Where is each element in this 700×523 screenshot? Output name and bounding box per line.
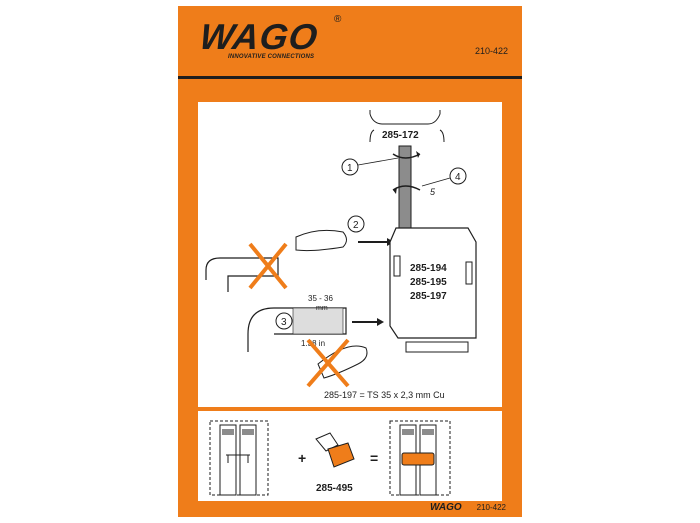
terminal-pair-before-icon xyxy=(209,420,269,496)
rail-note: 285-197 = TS 35 x 2,3 mm Cu xyxy=(324,390,445,400)
terminal-part-a: 285-194 xyxy=(410,263,447,274)
terminal-pair-after-icon xyxy=(389,420,451,496)
installation-diagram: 285-172 1 4 5 2 xyxy=(205,110,477,400)
push-arrow-bottom-head xyxy=(377,318,384,326)
bent-wire-icon xyxy=(205,257,279,292)
step-2-marker xyxy=(347,215,365,233)
step-4-leader xyxy=(421,177,451,187)
terminal-right-top xyxy=(242,429,254,435)
finger-top-icon xyxy=(295,229,347,252)
rotate-arrow-1-head xyxy=(416,151,420,158)
header-divider xyxy=(178,76,522,79)
step-3-marker xyxy=(275,312,293,330)
tool-label-bracket xyxy=(369,110,441,125)
registered-mark: ® xyxy=(334,14,342,25)
step-4-marker xyxy=(449,167,467,185)
jumper-panel: + 285-495 = xyxy=(198,411,502,501)
strip-length-mm: 35 - 36 xyxy=(308,294,333,303)
step-4-label: 4 xyxy=(455,172,461,183)
jumper-top-icon xyxy=(315,432,339,452)
step-2-label: 2 xyxy=(353,220,359,231)
terminal-part-b: 285-195 xyxy=(410,277,447,288)
installed-jumper-icon xyxy=(401,452,435,466)
footer-logo: WAGO xyxy=(430,502,462,513)
step-1-label: 1 xyxy=(347,163,353,174)
terminal-block-icon xyxy=(389,227,477,339)
terminal-left-after-top xyxy=(402,429,414,435)
jumper-icon xyxy=(327,442,355,468)
terminal-left-top xyxy=(222,429,234,435)
logo-tagline: INNOVATIVE CONNECTIONS xyxy=(228,54,315,60)
tool-part-number: 285-172 xyxy=(382,130,419,141)
wago-logo: WAGO xyxy=(197,16,321,57)
terminal-slot-left xyxy=(393,255,401,277)
installation-diagram-panel: 285-172 1 4 5 2 xyxy=(198,102,502,407)
jumper-part-number: 285-495 xyxy=(316,483,353,494)
rotate-arrow-4-head xyxy=(393,187,397,194)
wrong-cross-top-icon xyxy=(248,242,288,290)
terminal-right-after-top xyxy=(422,429,434,435)
step-3-label: 3 xyxy=(281,317,287,328)
terminal-part-c: 285-197 xyxy=(410,291,447,302)
wrong-cross-bottom-icon xyxy=(306,338,350,388)
jumper-diagram: + 285-495 = xyxy=(209,420,451,496)
terminal-slot-right xyxy=(465,261,473,285)
footer-number: 210-422 xyxy=(476,503,506,512)
document-number: 210-422 xyxy=(474,46,508,56)
instruction-sheet: WAGO ® INNOVATIVE CONNECTIONS 210-422 28… xyxy=(178,6,522,517)
step-1-leader xyxy=(357,157,399,166)
stripped-conductor-icon xyxy=(292,307,344,335)
step-1-marker xyxy=(341,158,359,176)
equals-sign: = xyxy=(370,450,378,466)
din-rail-icon xyxy=(405,341,469,353)
plus-sign: + xyxy=(298,450,306,466)
jumper-slot-arrows xyxy=(226,454,250,463)
torque-value: 5 xyxy=(430,187,436,197)
tool-label-frame xyxy=(369,129,445,143)
strip-length-unit: mm xyxy=(316,305,328,312)
